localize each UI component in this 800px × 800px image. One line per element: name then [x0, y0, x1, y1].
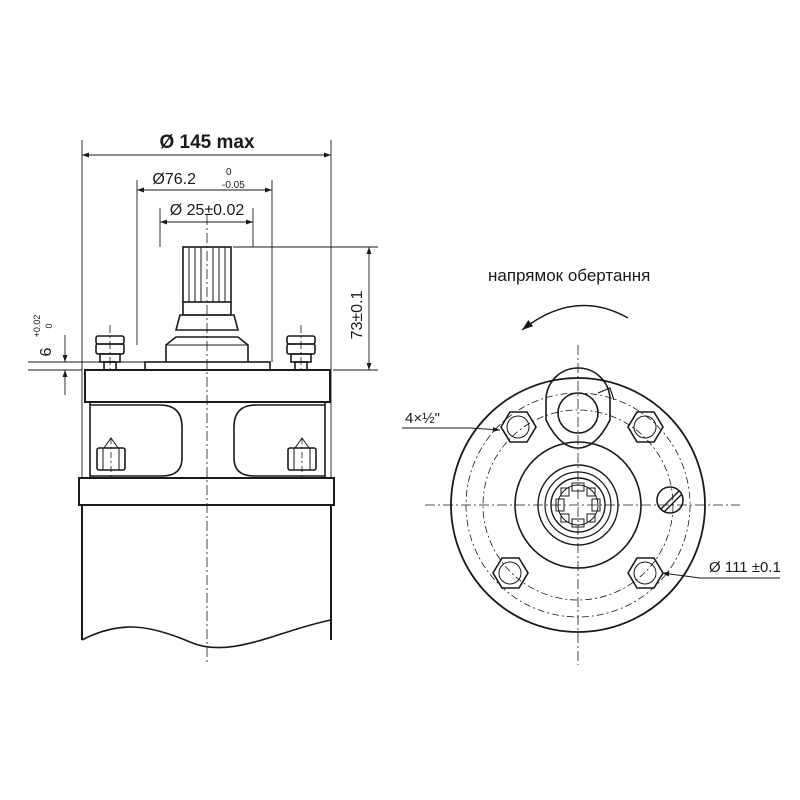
screw-head — [656, 486, 684, 514]
dim-pilot-diameter: Ø76.2 — [152, 171, 196, 188]
dim-pilot-tol-lower: -0.05 — [222, 180, 245, 191]
front-view — [402, 304, 780, 665]
break-line — [81, 619, 332, 649]
dim-shaft-diameter: Ø 25±0.02 — [170, 202, 245, 219]
side-view — [78, 215, 335, 665]
flange-outline — [450, 377, 706, 633]
dim-pilot-tol-upper: 0 — [226, 167, 232, 178]
pump-housing-middle — [89, 402, 326, 478]
pilot-and-shaft — [514, 441, 642, 569]
front-texts: напрямок обертання 4×½" Ø 111 ±0.1 — [405, 266, 781, 576]
bolt-hole-top-right — [627, 411, 664, 443]
pump-body-lower — [81, 505, 332, 640]
bolt-right-top — [286, 325, 316, 372]
dim-overall-diameter: Ø 145 max — [159, 132, 254, 153]
dim-shaft-length: 73±0.1 — [349, 290, 366, 339]
bolt-circle-diameter-label: Ø 111 ±0.1 — [709, 559, 781, 576]
nut-right-bottom — [287, 437, 317, 478]
dim-flange-step-tol-upper: +0.02 — [32, 315, 42, 338]
side-dimensions — [28, 140, 378, 478]
rotation-direction-label: напрямок обертання — [488, 266, 650, 285]
bolt-circle-leader — [661, 571, 780, 579]
bolt-left-top — [95, 325, 125, 372]
dim-flange-step-tol-lower: 0 — [44, 323, 54, 328]
rotation-arrow — [521, 304, 629, 331]
bolt-circle — [482, 409, 674, 601]
bolt-hole-top-left — [500, 411, 537, 443]
bolt-callout-label: 4×½" — [405, 410, 440, 427]
dim-flange-step: 6 — [38, 347, 55, 356]
side-dim-texts: Ø 145 max Ø76.2 0 -0.05 Ø 25±0.02 73±0.1… — [32, 132, 366, 356]
top-port — [545, 367, 615, 449]
mounting-flange — [144, 361, 271, 371]
pilot-boss — [165, 336, 249, 362]
bolt-hole-bottom-right — [627, 557, 664, 589]
body-band — [78, 477, 335, 506]
splined-shaft — [174, 246, 240, 331]
nut-left-bottom — [96, 437, 126, 478]
bolt-hole-bottom-left — [492, 557, 529, 589]
bolt-callout-leader — [402, 427, 501, 433]
